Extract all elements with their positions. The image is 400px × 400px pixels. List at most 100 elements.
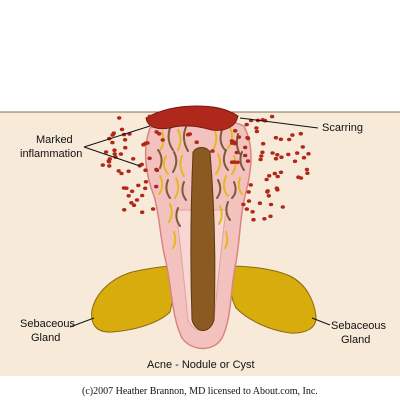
inflammation-dot <box>111 131 117 135</box>
inflammation-dot <box>154 184 159 189</box>
inflammation-dot <box>160 138 165 142</box>
inflammation-dot <box>210 149 215 153</box>
gland-right-label-line1: Sebaceous <box>331 320 387 332</box>
inflammation-dot <box>267 174 272 178</box>
inflammation-dot <box>300 145 305 149</box>
scarring-pointer <box>239 117 319 129</box>
inflammation-dot <box>154 168 160 173</box>
gland-left-label-line2: Gland <box>31 332 60 344</box>
inflammation-dot <box>258 157 263 162</box>
inflammation-dot <box>295 151 300 155</box>
inflammation-dot <box>126 194 131 198</box>
inflammation-dot <box>248 183 253 187</box>
inflammation-dot <box>107 164 112 168</box>
inflammation-dot <box>123 145 128 150</box>
inflammation-dot <box>241 202 246 207</box>
inflammation-dot <box>126 169 131 174</box>
inflammation-dot <box>260 150 265 155</box>
inflammation-dot <box>254 126 259 130</box>
gland-left-label-line1: Sebaceous <box>20 318 76 330</box>
inflammation-dot <box>122 208 127 212</box>
inflammation-dot <box>257 201 263 205</box>
inflammation-dot <box>147 156 152 161</box>
inflammation-dot <box>231 140 237 144</box>
inflammation-dot <box>112 148 117 152</box>
inflammation-dot <box>143 180 149 184</box>
inflammation-dot <box>134 198 140 202</box>
inflammation-dot <box>136 183 141 188</box>
inflammation-dot <box>234 150 239 155</box>
inflammation-dot <box>278 170 284 175</box>
inflammation-dot <box>298 176 304 180</box>
inflammation-dot <box>129 201 134 205</box>
inflammation-dot <box>290 133 295 137</box>
inflammation-dot <box>194 140 199 144</box>
inflammation-dot <box>233 129 238 133</box>
pointer-lines <box>69 117 331 328</box>
inflammation-dot <box>259 154 264 158</box>
inflammation-dot <box>275 153 280 157</box>
inflammation-dot <box>235 160 240 165</box>
sebaceous-gland-right <box>227 265 317 334</box>
inflammation-dot <box>243 153 248 158</box>
inflammation-dot <box>119 171 124 176</box>
hair-shaft <box>190 147 216 331</box>
inflammation-dot <box>143 168 148 172</box>
inflammation-dot <box>236 135 242 139</box>
inflammation-dot <box>100 163 106 167</box>
inflammation-dot <box>269 114 275 119</box>
diagram-caption: Acne - Nodule or Cyst <box>147 359 255 371</box>
inflammation-dot <box>270 151 275 155</box>
inflammation-dot <box>143 186 148 191</box>
inflammation-dot <box>304 167 310 172</box>
inflammation-dot <box>286 152 291 157</box>
inflammation-dot <box>273 156 279 161</box>
inflammation-dot <box>122 138 128 142</box>
inflammation-dot <box>273 135 279 140</box>
inflammation-dot <box>298 131 303 136</box>
inflammation-dot <box>245 159 251 163</box>
gland-left-pointer <box>69 317 95 328</box>
inflammation-dot <box>112 152 117 156</box>
inflammation-dot <box>250 210 255 214</box>
inflammation-dot <box>116 169 121 173</box>
scarring-label: Scarring <box>322 122 363 134</box>
inflammation-dot <box>275 188 280 192</box>
inflammation-dot <box>150 207 156 211</box>
inflammation-dot <box>305 171 310 175</box>
inflammation-dot <box>124 186 129 190</box>
inflammation-dot <box>287 137 292 142</box>
inflammation-dot <box>107 157 113 161</box>
inflammation-pointer-upper <box>83 125 151 148</box>
inflammation-dot <box>246 190 251 194</box>
inflammation-dot <box>118 152 124 156</box>
inflammation-dot <box>243 145 248 150</box>
inflammation-dot <box>131 203 137 207</box>
inflammation-dot <box>106 159 112 164</box>
inflammation-dot <box>279 155 284 159</box>
inflammation-dot <box>140 210 145 214</box>
gland-right-pointer <box>311 317 331 326</box>
inflammation-dot <box>110 140 115 145</box>
inflammation-dot <box>147 114 152 119</box>
inflammation-dot <box>268 214 273 219</box>
inflammation-dot <box>264 177 269 182</box>
inflammation-dot <box>129 189 135 194</box>
inflammation-dot <box>265 190 270 194</box>
inflammation-label-line1: Marked <box>36 134 73 146</box>
inflammation-dot <box>119 127 125 132</box>
inflammation-dot <box>117 116 122 120</box>
inflammation-dot <box>254 129 260 134</box>
inflammation-dot <box>275 174 280 179</box>
inflammation-dot <box>278 137 284 142</box>
inflammation-dot <box>262 217 267 221</box>
copyright-text: (c)2007 Heather Brannon, MD licensed to … <box>82 386 318 397</box>
copyright-band <box>0 376 400 400</box>
inflammation-dot <box>292 159 298 164</box>
inflammation-dot <box>266 194 271 198</box>
scarring <box>145 105 239 131</box>
inflammation-dot <box>261 141 266 146</box>
inflammation-dot <box>143 141 148 146</box>
